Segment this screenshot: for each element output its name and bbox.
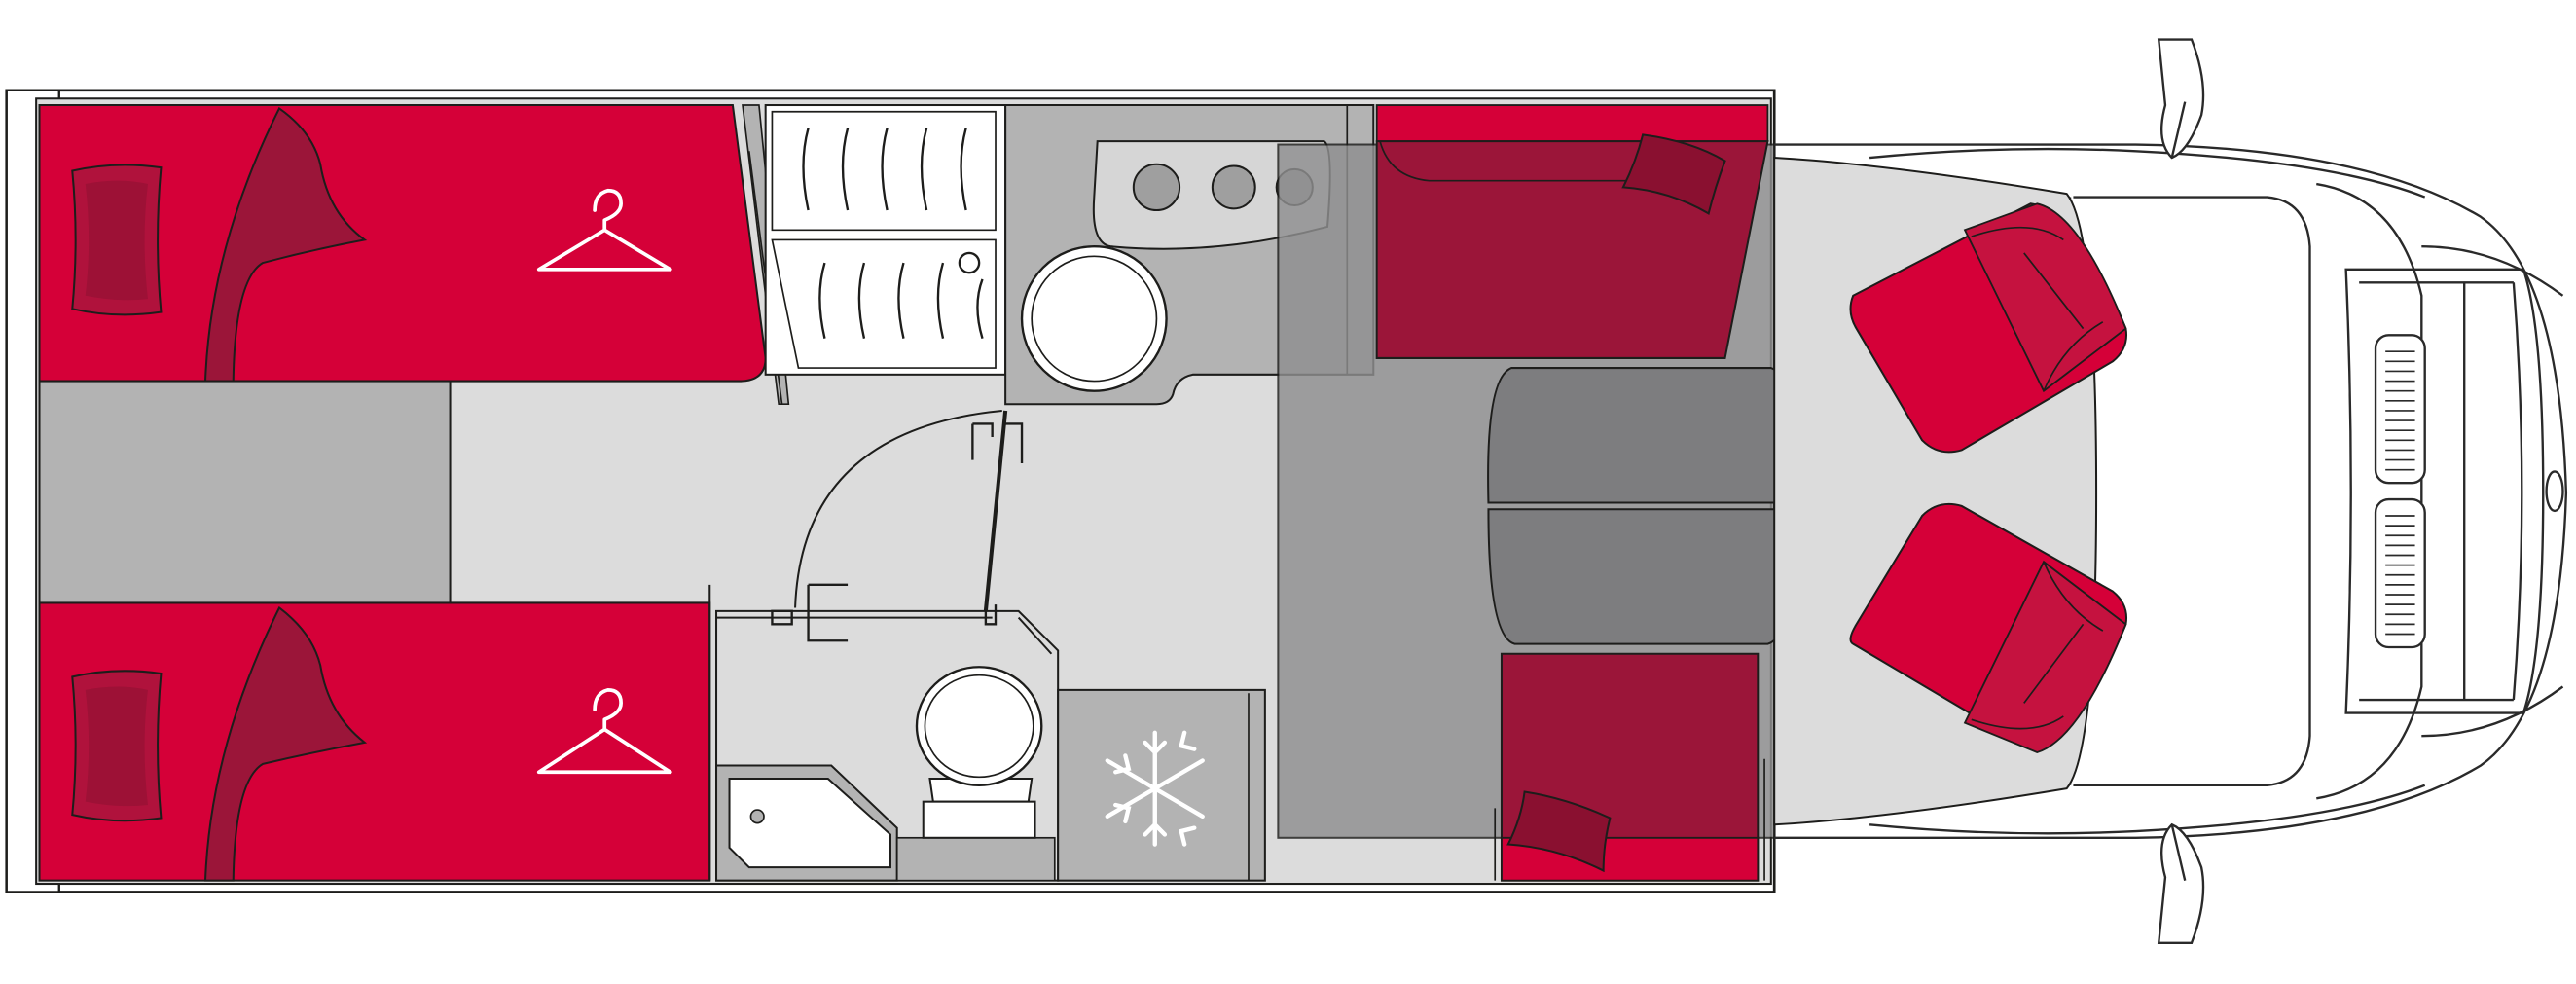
toilet-icon bbox=[915, 666, 1043, 839]
pillow-icon bbox=[1621, 133, 1726, 215]
rear-storage-step bbox=[38, 380, 452, 604]
pillow-icon bbox=[71, 670, 163, 822]
shower-tray-icon bbox=[715, 764, 898, 882]
pillow-icon bbox=[71, 164, 163, 316]
fridge bbox=[1057, 688, 1266, 882]
bathroom bbox=[708, 409, 1060, 882]
side-mirror-icon bbox=[2157, 38, 2205, 944]
cab bbox=[1774, 143, 2568, 839]
snowflake-icon bbox=[1105, 730, 1205, 847]
rear-bed-top bbox=[38, 104, 767, 383]
wardrobe-hanger-icon bbox=[536, 188, 672, 272]
dinette bbox=[1277, 104, 1798, 882]
grille-icon bbox=[2374, 334, 2426, 649]
sink-icon bbox=[1020, 244, 1168, 392]
rear-bed-bottom bbox=[38, 601, 711, 882]
blanket-icon bbox=[203, 605, 368, 882]
drawer-handles bbox=[802, 128, 984, 340]
blanket-icon bbox=[203, 106, 368, 383]
wardrobe-hanger-icon bbox=[536, 688, 672, 775]
cab-seat-icon bbox=[1849, 502, 2127, 754]
pillow-icon bbox=[1506, 790, 1612, 873]
wardrobe-doors bbox=[742, 104, 1007, 406]
cab-seat-icon bbox=[1849, 202, 2127, 454]
